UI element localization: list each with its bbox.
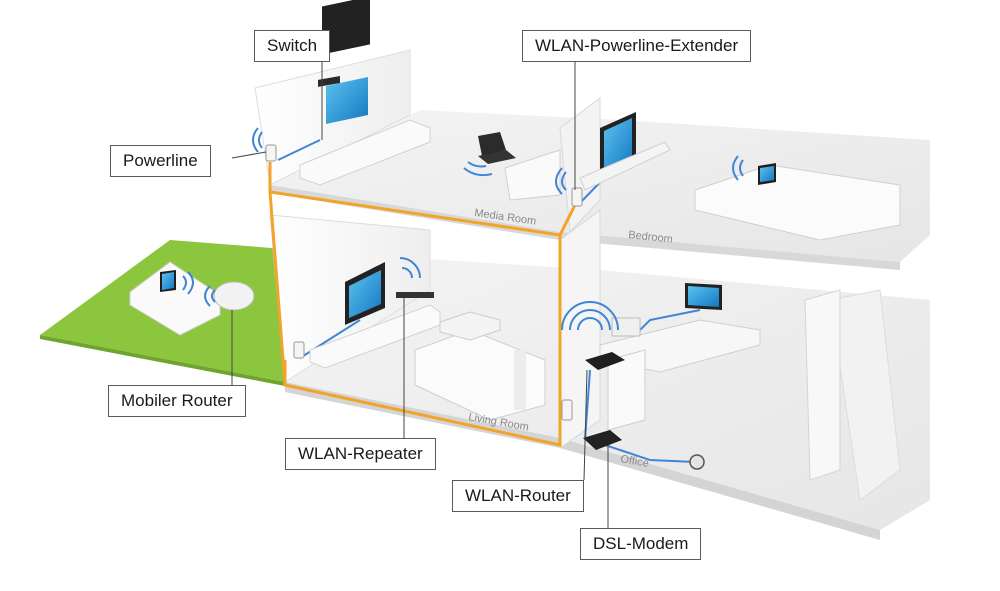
bedroom-tablet-screen xyxy=(760,166,774,182)
garden-tablet-screen xyxy=(162,272,174,290)
powerline-cable-extender xyxy=(558,204,577,236)
callout-wlan-powerline-extender: WLAN-Powerline-Extender xyxy=(522,30,752,62)
office-monitor-screen xyxy=(688,286,719,307)
media-sofa xyxy=(504,149,561,201)
bedroom-divider-wall xyxy=(559,97,601,234)
office-printer xyxy=(611,317,641,337)
powerline-cable-vertical xyxy=(268,191,287,386)
right-outer-wall xyxy=(829,289,901,501)
network-cable-upper xyxy=(277,139,321,161)
living-table xyxy=(439,311,501,341)
upper-floor-front-edge xyxy=(270,185,900,270)
network-cable-dsl xyxy=(604,444,696,463)
room-label-office: Office xyxy=(619,453,649,470)
callout-powerline: Powerline xyxy=(110,145,211,177)
callout-wlan-repeater: WLAN-Repeater xyxy=(285,438,436,470)
bedroom-shelf xyxy=(579,141,671,191)
room-label-bedroom: Bedroom xyxy=(628,229,674,246)
media-tv-stand xyxy=(299,119,431,186)
powerline-adapter-upper xyxy=(265,144,277,162)
wlan-repeater-device xyxy=(396,292,434,298)
callout-leader-lines xyxy=(231,55,609,528)
dsl-modem-device xyxy=(583,430,622,450)
wifi-signal-icon xyxy=(182,127,744,331)
media-tv xyxy=(322,0,370,55)
living-lamp xyxy=(514,350,526,410)
callout-wlan-router: WLAN-Router xyxy=(452,480,584,512)
garden-lawn-edge xyxy=(40,335,285,386)
garden-sunbed xyxy=(129,261,221,336)
office-bookshelf xyxy=(804,289,841,481)
phone-socket xyxy=(689,454,705,470)
powerline-adapter-living xyxy=(293,341,305,359)
mobiler-router-device xyxy=(213,281,255,311)
media-laptop-screen xyxy=(478,132,506,156)
media-tv-screen xyxy=(326,77,368,124)
office-cabinet xyxy=(607,349,646,431)
router-adapter-office xyxy=(561,399,573,421)
callout-dsl-modem: DSL-Modem xyxy=(580,528,702,560)
switch-device xyxy=(318,76,340,87)
wlan-router-device xyxy=(585,352,625,370)
media-laptop-base xyxy=(478,150,516,164)
ground-floor-front-edge xyxy=(285,382,880,540)
bedroom-tv-screen xyxy=(604,118,632,170)
wlan-powerline-extender-device xyxy=(571,187,583,207)
callout-mobiler-router: Mobiler Router xyxy=(108,385,246,417)
callout-switch: Switch xyxy=(254,30,331,62)
living-tv-screen xyxy=(349,270,381,318)
